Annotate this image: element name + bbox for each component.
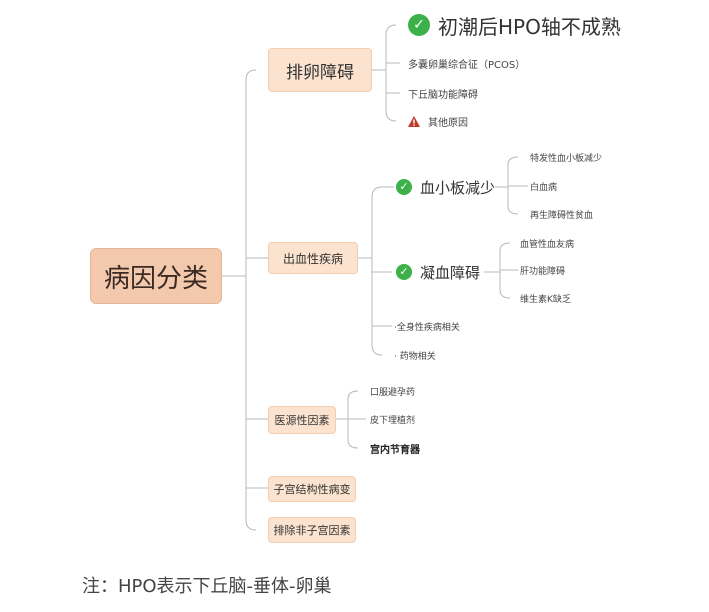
itp-item: 特发性血小板减少	[530, 153, 603, 164]
pcos-item: 多囊卵巢综合征（PCOS）	[408, 59, 526, 71]
liver-dysfunction-item: 肝功能障碍	[520, 266, 566, 277]
check-icon: ✓	[396, 179, 412, 195]
other-causes-label: 其他原因	[428, 117, 468, 129]
drug-related-item: · 药物相关	[394, 351, 436, 362]
thrombocytopenia-label: 血小板减少	[420, 178, 496, 197]
check-icon: ✓	[408, 14, 430, 36]
check-icon: ✓	[396, 264, 412, 280]
coagulation-disorder-label: 凝血障碍	[420, 263, 481, 282]
exclude-nonuterine-node: 排除非子宫因素	[268, 517, 356, 543]
hpo-immature-label: 初潮后HPO轴不成熟	[438, 14, 621, 39]
von-willebrand-item: 血管性血友病	[520, 239, 575, 250]
footnote: 注：HPO表示下丘脑-垂体-卵巢	[82, 576, 332, 597]
hpo-immature-item: ✓ 初潮后HPO轴不成熟	[408, 10, 621, 40]
structural-lesion-node: 子宫结构性病变	[268, 476, 356, 502]
iatrogenic-node: 医源性因素	[268, 406, 336, 434]
other-causes-item: 其他原因	[408, 113, 468, 129]
leukemia-item: 白血病	[530, 182, 558, 193]
aplastic-anemia-item: 再生障碍性贫血	[530, 210, 594, 221]
implant-item: 皮下埋植剂	[370, 415, 416, 426]
bleeding-disorder-node: 出血性疾病	[268, 242, 358, 274]
iud-item: 宫内节育器	[370, 444, 420, 456]
hypothalamic-item: 下丘脑功能障碍	[408, 89, 478, 101]
oral-contraceptive-item: 口服避孕药	[370, 387, 416, 398]
anovulation-node: 排卵障碍	[268, 48, 372, 92]
systemic-disease-item: ·全身性疾病相关	[394, 322, 460, 333]
thrombocytopenia-node: ✓ 血小板减少	[396, 175, 495, 199]
coagulation-disorder-node: ✓ 凝血障碍	[396, 260, 480, 284]
warning-icon	[408, 115, 420, 127]
vitamin-k-deficiency-item: 维生素K缺乏	[520, 294, 571, 305]
root-node: 病因分类	[90, 248, 222, 304]
